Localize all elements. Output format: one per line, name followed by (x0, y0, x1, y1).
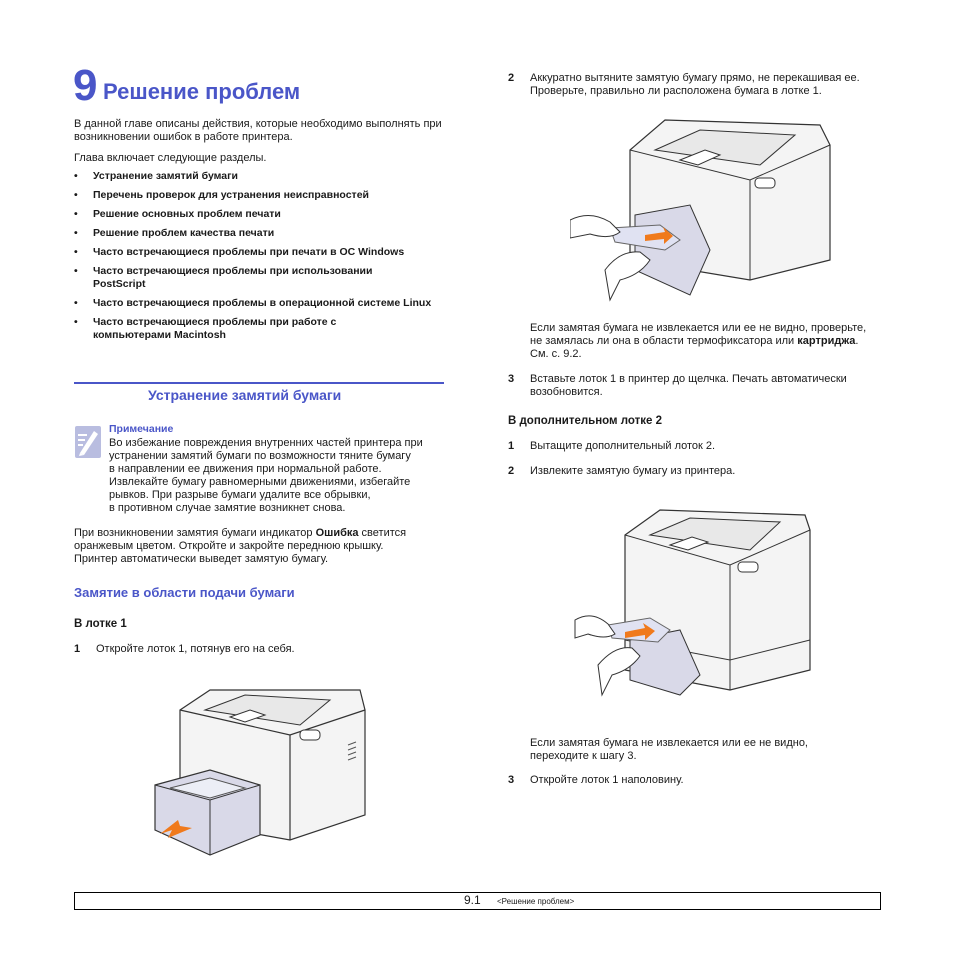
page-number: 9.1 (464, 893, 481, 907)
note-line: устранении замятий бумаги по возможности… (109, 450, 411, 462)
jam-intro-paragraph: При возникновении замятия бумаги индикат… (74, 527, 407, 565)
list-item[interactable]: Часто встречающиеся проблемы при печати … (74, 246, 454, 259)
list-item[interactable]: Часто встречающиеся проблемы в операцион… (74, 297, 453, 310)
note-pencil-icon (74, 425, 102, 459)
footer-chapter-label: <Решение проблем> (497, 897, 575, 906)
section-heading: Устранение замятий бумаги (74, 382, 444, 403)
chapter-contents-list: Устранение замятий бумаги Перечень прове… (74, 170, 454, 348)
printer-tray2-illustration (574, 509, 811, 697)
subsection-title: Замятие в области подачи бумаги (74, 585, 295, 600)
intro-paragraph: В данной главе описаны действия, которые… (74, 118, 442, 143)
note-body: Во избежание повреждения внутренних част… (109, 437, 449, 515)
error-indicator-label: Ошибка (315, 527, 359, 539)
note-line: Во избежание повреждения внутренних част… (109, 437, 423, 449)
tray1-not-visible-note: Если замятая бумага не извлекается или е… (530, 322, 885, 361)
pull-arrow-icon (645, 227, 673, 244)
chapter-number: 9 (73, 61, 98, 110)
chapter-title: Решение проблем (103, 79, 301, 104)
printer-tray-open-illustration (154, 689, 366, 856)
pull-arrow-icon (625, 623, 655, 640)
pull-arrow-icon (160, 820, 192, 838)
printer-paper-removal-illustration (570, 119, 831, 302)
tray1-title: В лотке 1 (74, 618, 127, 630)
list-item[interactable]: Перечень проверок для устранения неиспра… (74, 189, 454, 202)
list-item[interactable]: Часто встречающиеся проблемы при использ… (74, 265, 423, 291)
note-line: рывков. При разрыве бумаги удалите все о… (109, 489, 371, 501)
section-title: Устранение замятий бумаги (148, 387, 342, 403)
page-footer (74, 892, 881, 910)
page-reference[interactable]: См. с. 9.2. (530, 348, 582, 360)
note-line: в направлении ее движения при нормальной… (109, 463, 382, 475)
tray2-not-visible-note: Если замятая бумага не извлекается или е… (530, 737, 808, 762)
note-title: Примечание (109, 423, 174, 435)
note-line: в противном случае замятие возникнет сно… (109, 502, 346, 514)
list-item[interactable]: Устранение замятий бумаги (74, 170, 454, 183)
list-item[interactable]: Решение основных проблем печати (74, 208, 454, 221)
note-line: Извлекайте бумагу равномерными движениям… (109, 476, 411, 488)
list-item[interactable]: Часто встречающиеся проблемы при работе … (74, 316, 363, 342)
list-item[interactable]: Решение проблем качества печати (74, 227, 454, 240)
intro-list-lead: Глава включает следующие разделы. (74, 152, 267, 164)
tray2-title: В дополнительном лотке 2 (508, 415, 663, 427)
